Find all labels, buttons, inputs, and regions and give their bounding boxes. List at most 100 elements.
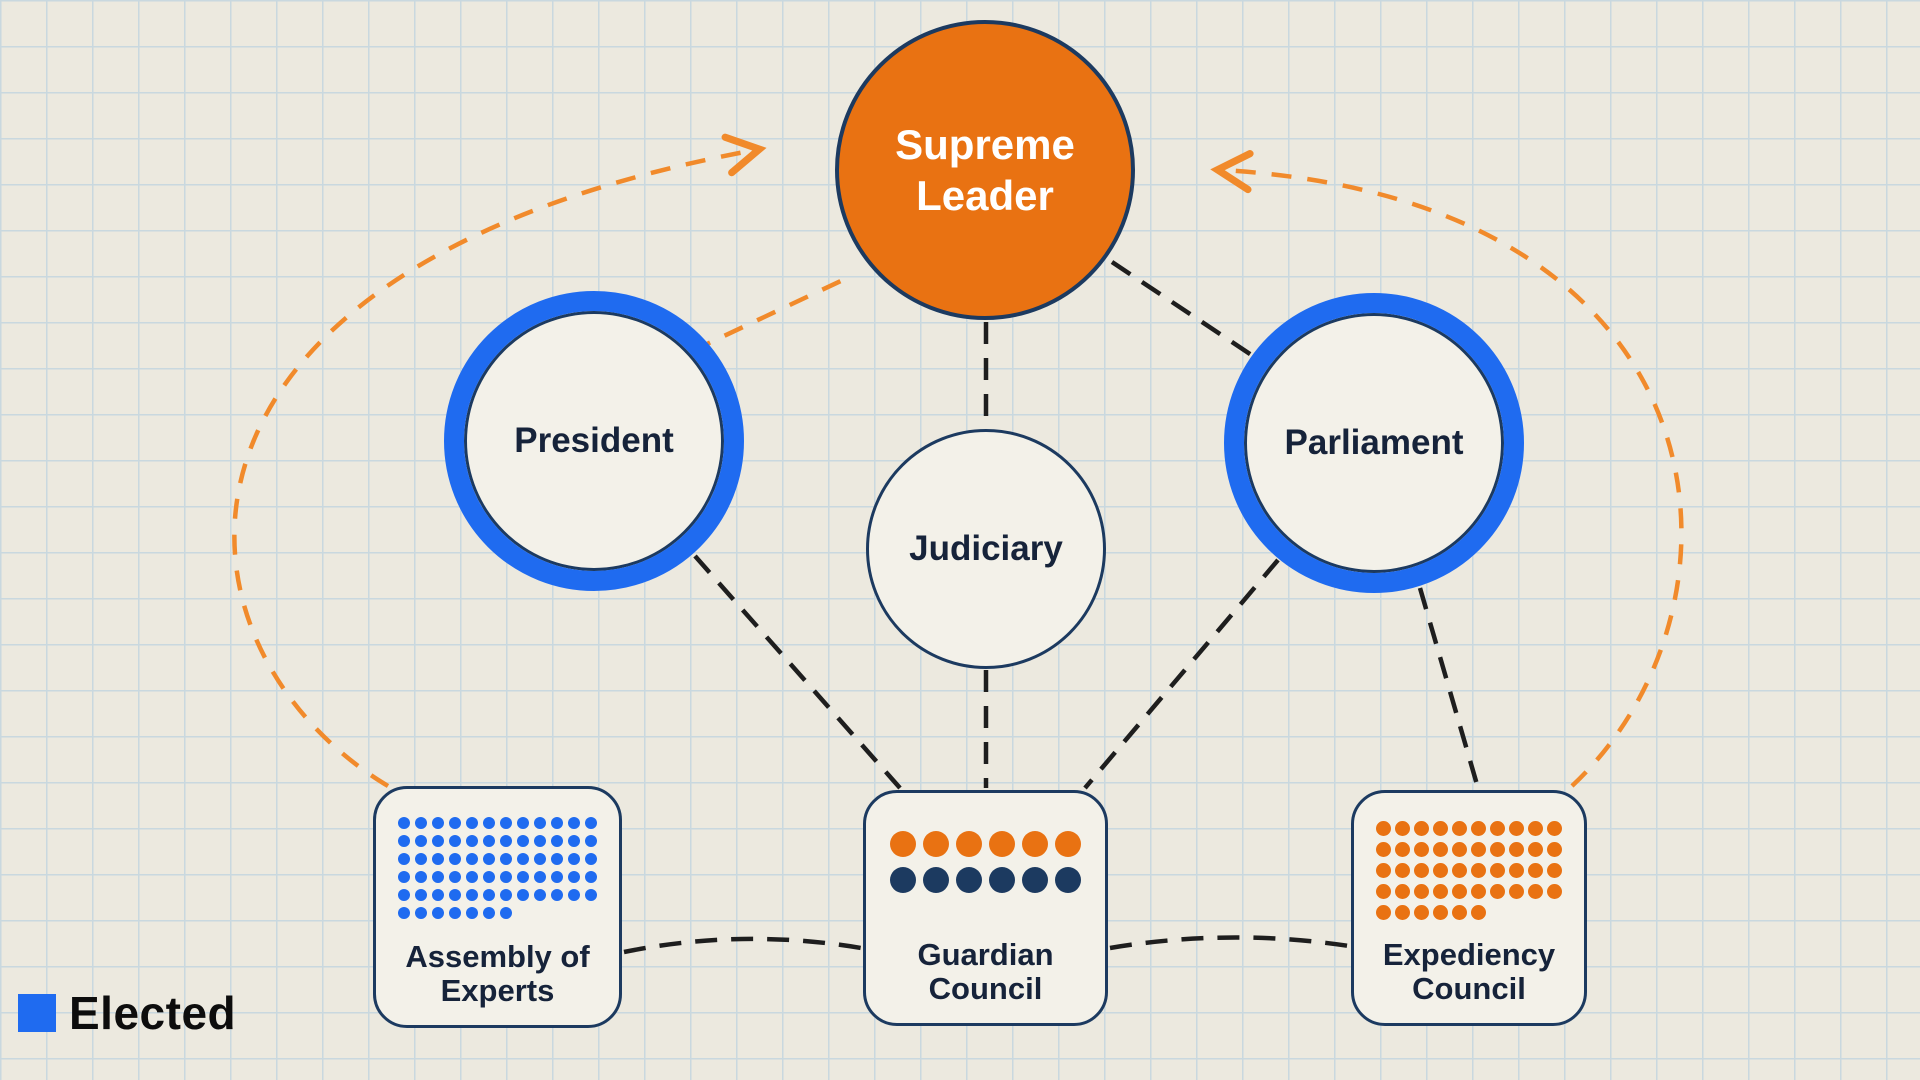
legend: Elected <box>18 986 236 1040</box>
member-dot <box>500 871 512 883</box>
member-dot <box>1452 842 1467 857</box>
member-dot <box>1509 821 1524 836</box>
member-dot <box>1414 842 1429 857</box>
member-dot <box>432 817 444 829</box>
member-dot <box>483 871 495 883</box>
member-dot <box>1528 821 1543 836</box>
member-dot <box>449 889 461 901</box>
member-dot-row <box>398 871 597 883</box>
member-dot <box>1414 884 1429 899</box>
member-dot <box>1376 821 1391 836</box>
member-dot <box>534 835 546 847</box>
president-label: President <box>514 421 674 460</box>
member-dot <box>500 907 512 919</box>
judiciary-node: Judiciary <box>866 429 1106 669</box>
member-dot-row <box>890 831 1081 857</box>
member-dot <box>568 835 580 847</box>
member-dot <box>517 835 529 847</box>
arrow-expediency-to-supreme <box>1210 150 1684 788</box>
member-dot <box>500 835 512 847</box>
member-dot <box>568 871 580 883</box>
member-dot <box>1490 863 1505 878</box>
member-dot <box>1433 884 1448 899</box>
member-dot <box>500 853 512 865</box>
member-dot <box>1471 821 1486 836</box>
member-dot <box>466 817 478 829</box>
assembly-of-experts-node: Assembly of Experts <box>373 786 622 1028</box>
member-dot-row <box>890 867 1081 893</box>
member-dot-row <box>398 817 597 829</box>
member-dot <box>483 853 495 865</box>
member-dot <box>415 889 427 901</box>
member-dot <box>500 889 512 901</box>
member-dot <box>432 853 444 865</box>
member-dot <box>989 867 1015 893</box>
member-dot <box>585 835 597 847</box>
member-dot <box>398 853 410 865</box>
parliament-label: Parliament <box>1284 423 1464 462</box>
member-dot <box>517 817 529 829</box>
expediency-council-node: Expediency Council <box>1351 790 1587 1026</box>
member-dot <box>483 889 495 901</box>
member-dot <box>449 817 461 829</box>
member-dot <box>1376 905 1391 920</box>
member-dot <box>449 871 461 883</box>
member-dot <box>1433 842 1448 857</box>
member-dot <box>449 853 461 865</box>
member-dot <box>1395 905 1410 920</box>
member-dot <box>568 853 580 865</box>
member-dot <box>449 907 461 919</box>
member-dot <box>534 871 546 883</box>
member-dot <box>1528 842 1543 857</box>
member-dot <box>585 871 597 883</box>
member-dot <box>890 831 916 857</box>
member-dot <box>1395 884 1410 899</box>
member-dot <box>1452 884 1467 899</box>
member-dot <box>1528 863 1543 878</box>
member-dot <box>1509 863 1524 878</box>
member-dot <box>415 907 427 919</box>
member-dot <box>415 835 427 847</box>
member-dot <box>534 853 546 865</box>
member-dot <box>415 853 427 865</box>
member-dot <box>551 853 563 865</box>
member-dot <box>1433 821 1448 836</box>
member-dot <box>1395 863 1410 878</box>
link-supreme-parliament <box>1110 260 1255 358</box>
expediency-council-label: Expediency Council <box>1382 936 1556 1007</box>
member-dot <box>923 867 949 893</box>
member-dot <box>415 817 427 829</box>
member-dot-row <box>398 835 597 847</box>
member-dot <box>585 817 597 829</box>
member-dot <box>989 831 1015 857</box>
member-dot <box>466 889 478 901</box>
member-dot <box>1414 863 1429 878</box>
member-dot <box>534 889 546 901</box>
member-dot <box>534 817 546 829</box>
member-dot-row <box>1376 842 1562 857</box>
arrow-assembly-to-supreme <box>232 133 767 788</box>
member-dot <box>483 835 495 847</box>
member-dot <box>1433 905 1448 920</box>
link-parliament-expediency <box>1417 587 1481 789</box>
member-dot <box>466 853 478 865</box>
president-node: President <box>444 291 744 591</box>
member-dot <box>1547 884 1562 899</box>
member-dot <box>1376 842 1391 857</box>
member-dot <box>432 835 444 847</box>
assembly-of-experts-label: Assembly of Experts <box>405 938 590 1009</box>
member-dot <box>890 867 916 893</box>
member-dot <box>1022 867 1048 893</box>
member-dot <box>956 867 982 893</box>
member-dot <box>1471 842 1486 857</box>
member-dot <box>1471 884 1486 899</box>
member-dot <box>1433 863 1448 878</box>
member-dot <box>415 871 427 883</box>
member-dot <box>1452 905 1467 920</box>
member-dot <box>1509 884 1524 899</box>
link-president-supreme <box>691 276 846 354</box>
member-dot <box>449 835 461 847</box>
member-dot <box>1509 842 1524 857</box>
member-dot <box>1490 884 1505 899</box>
member-dot-row <box>1376 821 1562 836</box>
